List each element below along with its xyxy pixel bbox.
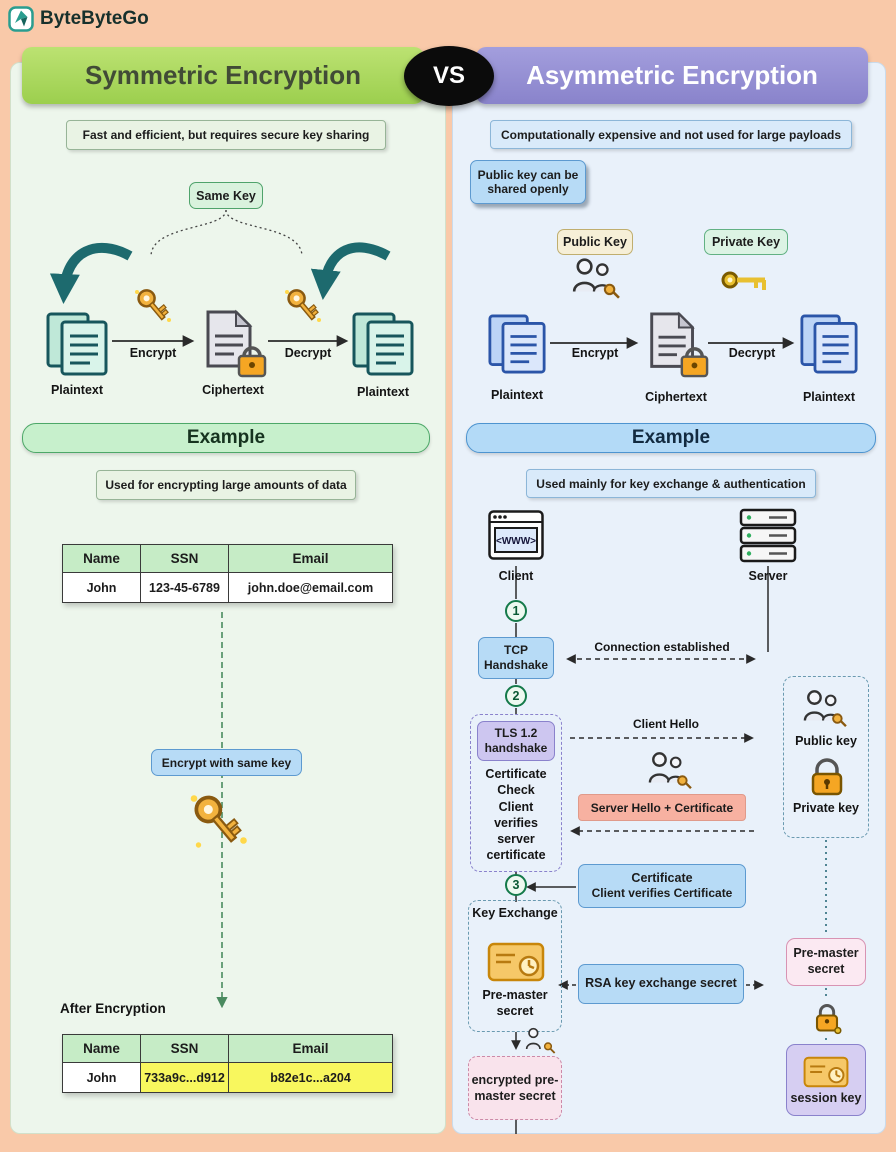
brand-logo: ByteByteGo [8,6,149,32]
ciphertext-label-left: Ciphertext [202,383,264,397]
cell-name: John [62,572,141,603]
col-header-ssn: SSN [140,544,229,573]
asymmetric-example-note: Used mainly for key exchange & authentic… [526,469,816,498]
asymmetric-title: Asymmetric Encryption [526,60,818,90]
client-hello-label: Client Hello [632,717,699,731]
public-key-users-icon [572,258,620,299]
vs-badge: VS [404,46,494,106]
encrypt-label-left: Encrypt [129,346,177,360]
server-private-key-label: Private key [792,801,860,815]
ciphertext-doc-icon [650,311,709,378]
public-key-note-badge: Public key can be shared openly [470,160,586,204]
col-header-name: Name [62,544,141,573]
client-glyph: <WWW> [496,536,536,547]
decrypt-label-right: Decrypt [728,346,776,360]
plaintext-label-right: Plaintext [356,385,410,399]
key-exchange-group [468,900,562,1032]
encrypt-key-icon [135,289,171,322]
cell-ssn: 123-45-6789 [140,572,229,603]
symmetric-example-note: Used for encrypting large amounts of dat… [96,470,356,500]
handshake-users-icon [648,752,692,790]
col-header-email: Email [228,544,393,573]
encrypted-pre-master-box: encrypted pre-master secret [468,1056,562,1120]
server-private-key-lock-icon [811,758,843,796]
server-label: Server [748,569,788,583]
plaintext-doc-icon [46,312,108,376]
plaintext-doc-icon [800,314,858,374]
col-header-ssn: SSN [140,1034,229,1063]
certificate-verify-text: Client verifies Certificate [591,886,733,901]
encrypted-data-table: Name SSN Email John 733a9c...d912 b82e1c… [62,1034,393,1093]
after-encryption-label: After Encryption [60,1001,166,1016]
client-label: Client [498,569,534,583]
plaintext-label-left: Plaintext [50,383,104,397]
table-row: John 123-45-6789 john.doe@email.com [62,572,393,603]
step-2-circle: 2 [505,685,527,707]
tls-handshake-box: TLS 1.2 handshake [477,721,555,761]
key-exchange-label: Key Exchange [472,906,558,920]
session-key-icon [803,1056,849,1087]
step-1-circle: 1 [505,600,527,622]
plaintext-label-left: Plaintext [490,388,544,402]
symmetric-title: Symmetric Encryption [85,60,361,90]
plaintext-label-right: Plaintext [802,390,856,404]
example-header-right: Example [466,423,876,453]
connection-established-label: Connection established [594,640,730,654]
cell-email: john.doe@email.com [228,572,393,603]
table-row: John 733a9c...d912 b82e1c...a204 [62,1062,393,1093]
cell-name: John [62,1062,141,1093]
certificate-verify-box: Certificate Client verifies Certificate [578,864,746,908]
tcp-handshake-box: TCP Handshake [478,637,554,679]
server-public-key-users-icon [803,690,847,728]
brand-name: ByteByteGo [40,8,149,29]
ciphertext-label-right: Ciphertext [645,390,707,404]
private-key-badge: Private Key [704,229,788,255]
col-header-email: Email [228,1034,393,1063]
col-header-name: Name [62,1034,141,1063]
public-key-badge: Public Key [557,229,633,255]
plaintext-doc-icon [352,312,414,376]
encrypt-label-right: Encrypt [571,346,619,360]
symmetric-note: Fast and efficient, but requires secure … [66,120,386,150]
client-browser-icon: <WWW> [488,510,544,560]
plain-data-table: Name SSN Email John 123-45-6789 john.doe… [62,544,393,603]
ciphertext-doc-icon [206,309,267,378]
certificate-verify-title: Certificate [631,871,693,886]
pre-master-secret-label: Pre-master secret [482,988,548,1018]
same-key-icon [190,795,247,848]
asymmetric-note: Computationally expensive and not used f… [490,120,852,149]
server-hello-badge: Server Hello + Certificate [578,794,746,821]
server-icon [739,508,797,563]
session-key-box: session key [786,1044,866,1116]
vs-label: VS [432,62,465,89]
rsa-key-exchange-badge: RSA key exchange secret [578,964,744,1004]
certificate-check-text: Certificate Check Client verifies server… [485,767,547,863]
decrypt-key-icon [285,289,321,322]
bytebytego-icon [8,6,34,32]
encrypt-with-same-key-badge: Encrypt with same key [151,749,302,776]
plaintext-doc-icon [488,314,546,374]
step-3-circle: 3 [505,874,527,896]
session-key-label: session key [790,1090,862,1105]
same-key-badge: Same Key [189,182,263,209]
decrypt-lock-key-icon [815,1004,842,1035]
private-key-gold-icon [721,271,766,290]
symmetric-header: Symmetric Encryption [22,47,424,104]
pre-master-secret-icon [487,942,545,982]
example-header-left: Example [22,423,430,453]
server-keys-group [783,676,869,838]
user-key-icon [525,1027,556,1054]
tls-handshake-group [470,714,562,872]
decrypt-label-left: Decrypt [284,346,332,360]
cell-ssn-encrypted: 733a9c...d912 [140,1062,229,1093]
server-pre-master-box: Pre-master secret [786,938,866,986]
asymmetric-header: Asymmetric Encryption [476,47,868,104]
cell-email-encrypted: b82e1c...a204 [228,1062,393,1093]
server-public-key-label: Public key [795,734,857,748]
